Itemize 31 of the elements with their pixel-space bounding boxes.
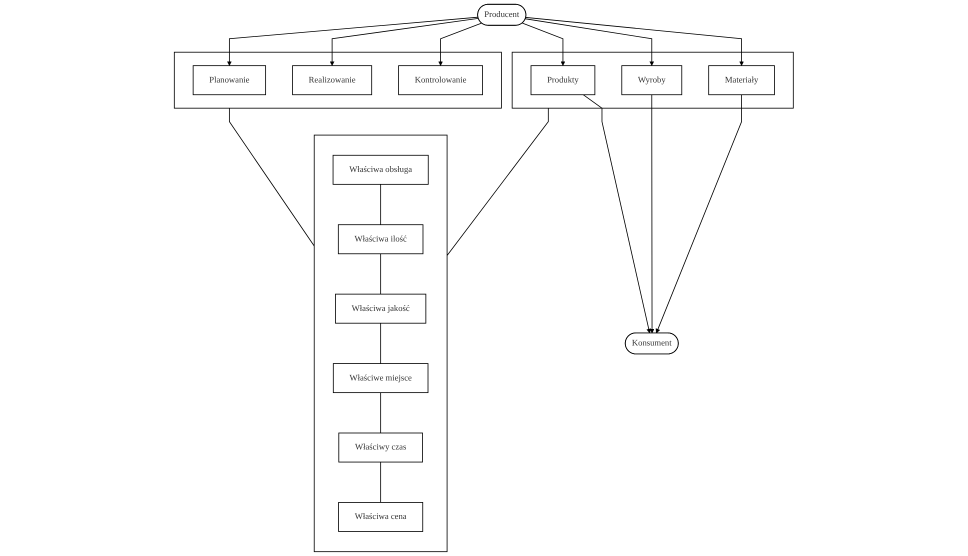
connector — [380, 322, 382, 364]
arrow — [330, 18, 480, 66]
arrow — [656, 94, 742, 334]
cluster — [512, 52, 794, 109]
cluster — [314, 134, 448, 552]
node-box: Właściwe miejsce — [333, 363, 429, 394]
node-box: Kontrolowanie — [398, 65, 484, 96]
arrow — [227, 16, 479, 66]
arrow — [583, 94, 652, 334]
arrow — [650, 94, 655, 334]
connector — [380, 253, 382, 295]
arrow — [438, 22, 482, 66]
arrow — [522, 22, 566, 66]
connector — [380, 392, 382, 434]
arrow — [525, 18, 654, 66]
node-box: Realizowanie — [292, 65, 372, 96]
node-box: Materiały — [708, 65, 776, 96]
node-box: Właściwa cena — [338, 502, 424, 532]
node-box: Produkty — [530, 65, 596, 96]
node-box: Planowanie — [192, 65, 266, 96]
connector — [380, 184, 382, 226]
cluster — [174, 52, 502, 109]
node-box: Właściwa obsługa — [332, 154, 429, 185]
arrow — [526, 17, 744, 66]
node-box: Wyroby — [622, 65, 682, 96]
node-box: Właściwy czas — [338, 432, 424, 462]
node-box: Właściwa ilość — [338, 224, 424, 254]
node-box: Właściwa jakość — [335, 294, 426, 324]
connector — [229, 108, 315, 246]
connector — [380, 462, 382, 503]
connector — [446, 108, 549, 256]
